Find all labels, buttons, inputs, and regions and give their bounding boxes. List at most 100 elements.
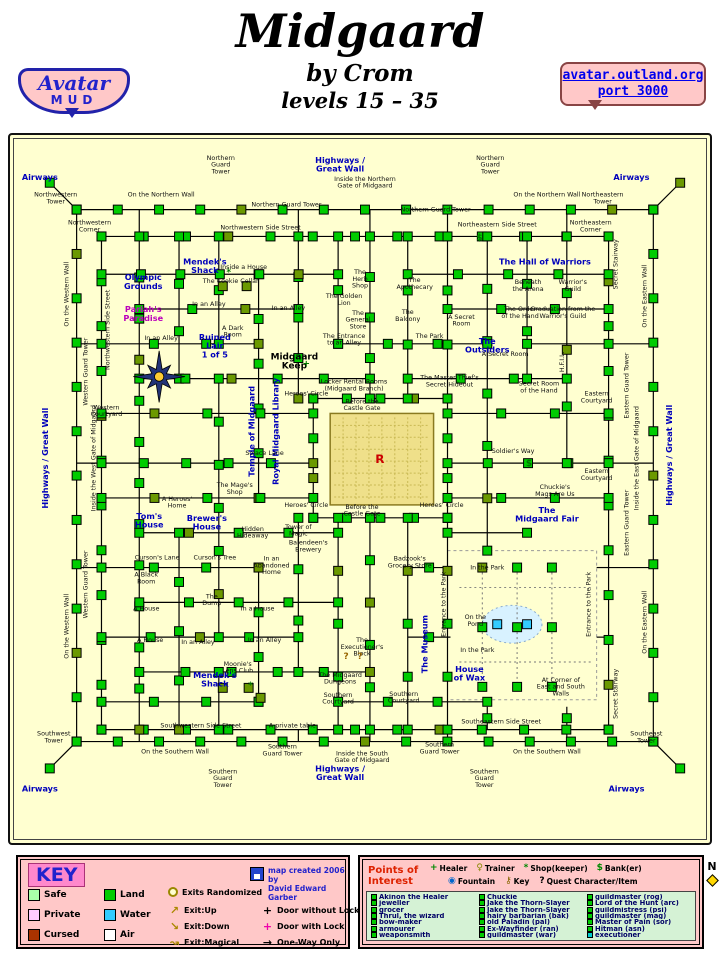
- map-room: [148, 338, 159, 349]
- map-room: [333, 618, 344, 629]
- map-room: [607, 736, 618, 747]
- poi-symbol-key: ⚷Key: [505, 876, 530, 887]
- map-room: [333, 269, 344, 280]
- map-room: [293, 564, 304, 575]
- poi-entry-bullet: [479, 931, 485, 938]
- map-room: [603, 231, 614, 242]
- map-room: [333, 597, 344, 608]
- map-room: [71, 426, 82, 437]
- map-room: [523, 458, 534, 469]
- poi-entry-bullet: [371, 906, 377, 913]
- map-room: [648, 293, 659, 304]
- map-poi-glyph-shop: $: [476, 233, 482, 243]
- map-room: [364, 231, 375, 242]
- map-room: [308, 473, 319, 484]
- map-label: Heroes' Circle: [284, 502, 328, 509]
- map-room: [307, 724, 318, 735]
- map-room: [364, 272, 375, 282]
- map-room: [96, 696, 107, 707]
- north-diamond-icon: [705, 874, 719, 887]
- land-swatch: [104, 889, 116, 901]
- map-room: [272, 666, 283, 677]
- map-label: The Hall of Warriors: [499, 256, 591, 266]
- map-room: [202, 492, 213, 503]
- map-room: [213, 632, 224, 643]
- map-label: Curson's Lane: [135, 555, 180, 562]
- map-room: [603, 634, 614, 645]
- map-room: [134, 436, 145, 447]
- poi-entry: weaponsmith: [371, 932, 475, 938]
- map-label: Inside the West Gate of Midgaard: [91, 405, 98, 511]
- map-room: [442, 458, 453, 469]
- map-room: [145, 632, 156, 643]
- poi-entry-bullet: [587, 925, 593, 932]
- poi-entry: Chuckie: [479, 894, 583, 900]
- map-room: [134, 666, 145, 677]
- map-room: [318, 373, 329, 384]
- map-room: [277, 204, 288, 215]
- key-item-land: Land: [104, 889, 145, 901]
- map-room: [364, 597, 375, 608]
- map-room: [213, 545, 224, 556]
- key-item-exit-magical: ↝ Exit:Magical: [169, 936, 240, 949]
- poi-entry-bullet: [371, 912, 377, 919]
- map-room: [496, 408, 507, 419]
- map-room: [648, 559, 659, 570]
- poi-entry-bullet: [479, 912, 485, 919]
- map-room: [96, 458, 107, 469]
- map-room: [333, 671, 344, 682]
- map-room: [648, 381, 659, 392]
- map-room: [359, 204, 370, 215]
- map-room: [134, 560, 145, 571]
- map-room: [277, 736, 288, 747]
- map-room: [202, 408, 213, 419]
- map-room: [134, 642, 145, 653]
- poi-entry: grocer: [371, 907, 475, 913]
- poi-glyph-icon: ⚷: [505, 876, 512, 886]
- poi-entry: Lord of the Hunt (arc): [587, 900, 691, 907]
- map-room: [96, 338, 107, 349]
- map-room: [71, 293, 82, 304]
- map-room: [442, 285, 453, 296]
- map-room: [350, 231, 360, 242]
- map-room: [223, 458, 234, 469]
- map-room: [496, 304, 507, 315]
- map-label: In an Alley: [272, 305, 306, 312]
- map-room: [265, 724, 276, 735]
- map-room: [359, 736, 370, 747]
- map-room: [253, 338, 264, 349]
- poi-entry-bullet: [479, 919, 485, 926]
- map-room: [213, 338, 224, 349]
- map-room: [402, 671, 413, 682]
- avatar-mud-badge: Avatar MUD: [18, 68, 130, 118]
- map-room: [244, 632, 255, 643]
- north-letter: N: [707, 860, 717, 873]
- map-poi-glyph-shop: *: [226, 268, 231, 278]
- poi-symbol-shop-keeper-: *Shop(keeper): [523, 863, 588, 874]
- map-room: [308, 408, 319, 419]
- poi-entry-bullet: [587, 912, 593, 919]
- poi-entry-bullet: [479, 900, 485, 907]
- map-room: [477, 562, 488, 573]
- map-room: [226, 373, 237, 384]
- cursed-swatch: [28, 929, 40, 941]
- map-poi-glyph-shop: *: [248, 681, 253, 691]
- map-room: [524, 736, 535, 747]
- map-room: [96, 724, 107, 735]
- map-label: On the Western Wall: [64, 594, 71, 659]
